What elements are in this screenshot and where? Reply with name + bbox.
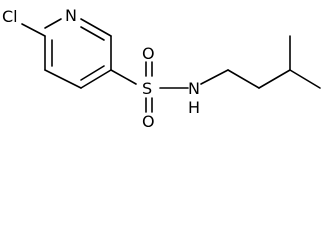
molecule-diagram: Cl N S O O N H: [2, 6, 321, 131]
bond-n1-c2: [80, 18, 112, 37]
structure-canvas: Cl N S O O N H: [2, 6, 321, 131]
bond-n-c1: [200, 69, 229, 85]
bond-c3-c4-inner: [80, 65, 105, 81]
pyridine-ring: [44, 18, 112, 89]
bond-c1-c2: [227, 69, 260, 89]
bond-c3-methyl-right: [289, 69, 321, 89]
bond-c6-cl: [21, 23, 46, 37]
atom-cl: Cl: [2, 7, 18, 26]
bond-c6-n1: [44, 18, 62, 29]
bond-c3-c4: [80, 69, 112, 89]
atom-n-ring: N: [65, 6, 77, 25]
atom-n-amide: N: [188, 79, 200, 98]
atom-h-amide: H: [188, 98, 200, 117]
atom-s: S: [142, 79, 152, 98]
bond-c2-c3: [258, 69, 291, 89]
bond-c4-c5: [44, 69, 82, 89]
bond-c3-s: [110, 69, 137, 85]
isopentyl-chain: [200, 35, 321, 89]
atom-o-top: O: [142, 44, 155, 63]
bond-n1-c2-inner: [80, 26, 105, 41]
atom-o-bottom: O: [142, 112, 155, 131]
